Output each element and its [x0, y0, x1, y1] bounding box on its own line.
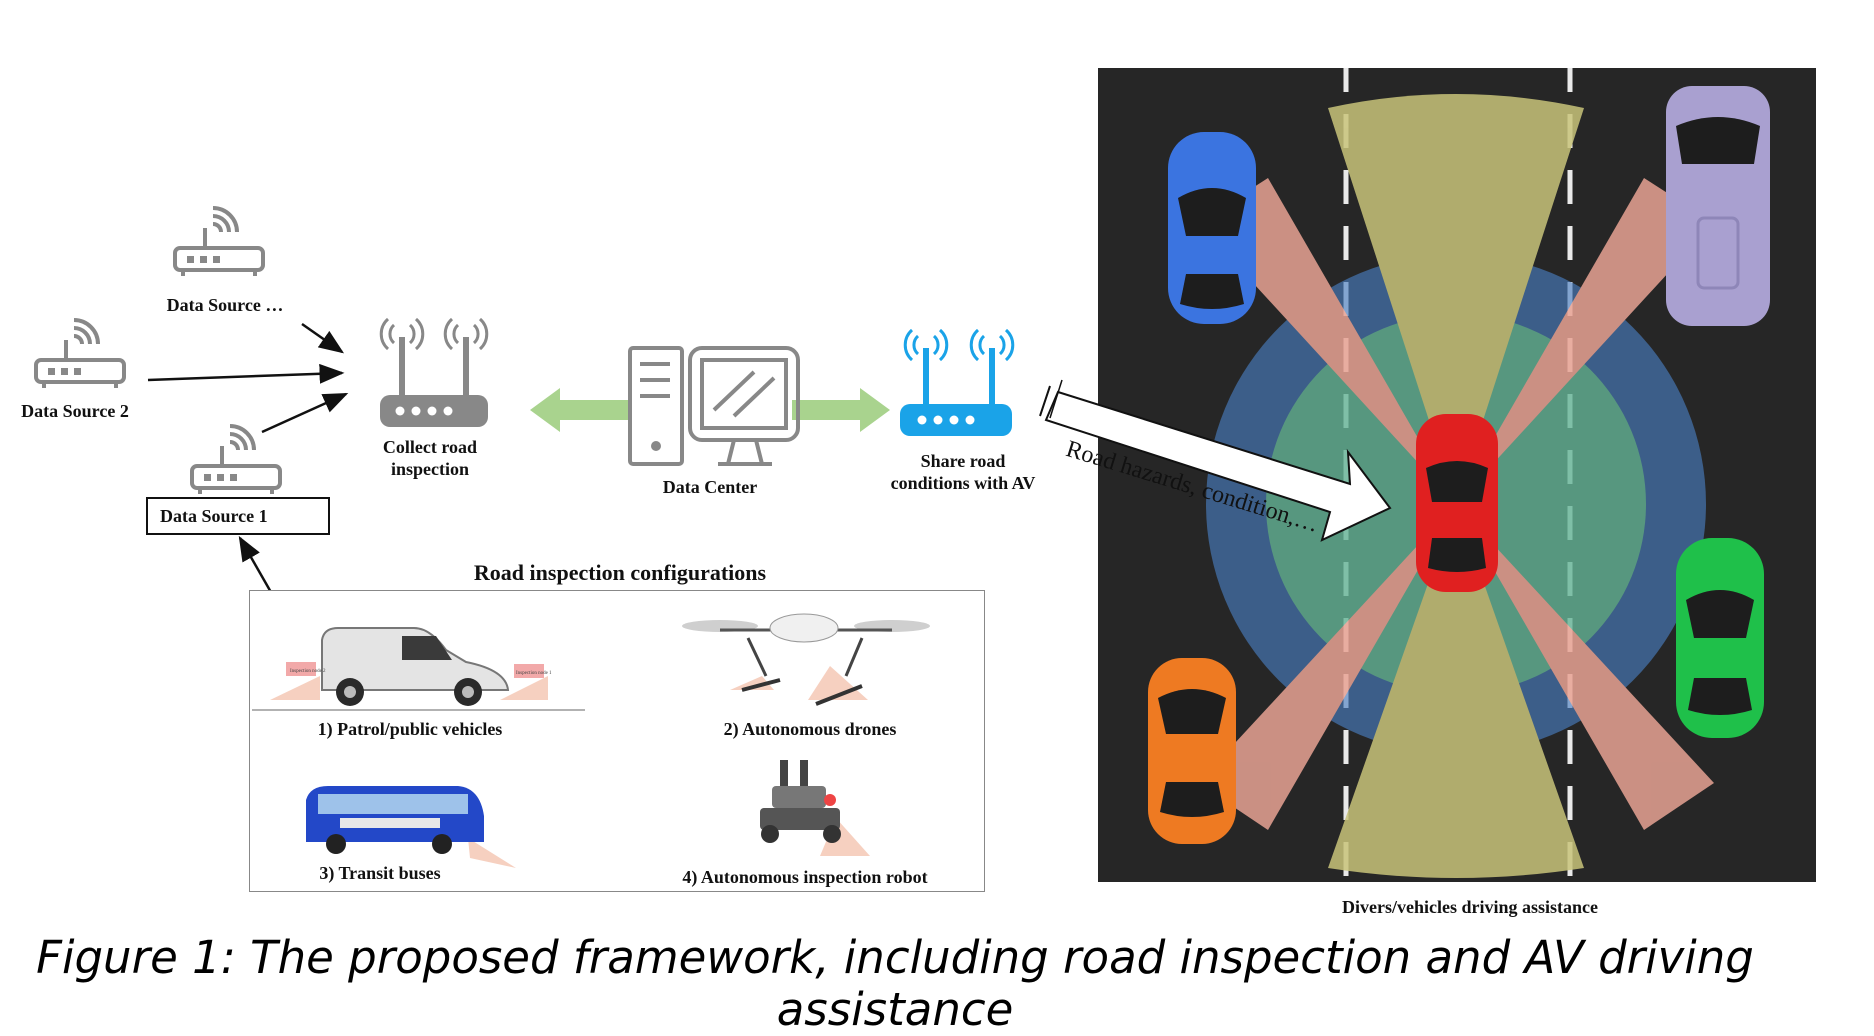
data-center-label: Data Center [662, 477, 758, 497]
configurations-title: Road inspection configurations [473, 560, 767, 585]
config-item-3: 3) Transit buses [319, 863, 441, 883]
share-label-line1: Share road [920, 451, 1006, 471]
config-item-4: 4) Autonomous inspection robot [682, 867, 928, 887]
router-icon [190, 424, 282, 494]
car-purple-van [1666, 86, 1770, 326]
data-source-1-label: Data Source 1 [160, 506, 268, 526]
config-item-1: 1) Patrol/public vehicles [317, 719, 503, 739]
data-source-1-box: Data Source 1 [146, 497, 330, 535]
van-tag-2: Inspection node 2 [290, 669, 326, 674]
car-blue [1168, 132, 1256, 324]
car-orange [1148, 658, 1236, 844]
van-tag-1: Inspection node 1 [516, 671, 552, 676]
arrow-ds-dots [301, 322, 345, 354]
collect-label-line1: Collect road [382, 437, 478, 457]
car-green [1676, 538, 1764, 738]
data-center-icon [628, 346, 800, 466]
arrow-ds-2 [147, 363, 345, 384]
patrol-van-illustration [252, 627, 585, 711]
figure-caption: Figure 1: The proposed framework, includ… [36, 931, 1754, 1036]
green-arrow-right [792, 388, 890, 432]
router-icon [173, 206, 265, 276]
road-caption: Divers/vehicles driving assistance [1342, 897, 1598, 917]
drone-illustration [682, 613, 930, 706]
collect-label-line2: inspection [390, 459, 469, 479]
transit-bus-illustration [306, 786, 516, 868]
data-source-dots-label: Data Source … [166, 295, 284, 315]
share-label-line2: conditions with AV [890, 473, 1036, 493]
green-arrow-left [530, 388, 628, 432]
arrow-config-to-ds1 [238, 535, 274, 595]
arrow-ds-1 [261, 392, 349, 434]
inspection-robot-illustration [760, 760, 870, 856]
data-source-2-label: Data Source 2 [21, 401, 129, 421]
ego-car-red [1416, 414, 1498, 592]
share-router-icon [900, 328, 1015, 436]
collector-router-icon [379, 317, 489, 427]
router-icon [34, 318, 126, 388]
config-item-2: 2) Autonomous drones [723, 719, 897, 739]
sensor-zones [1198, 94, 1714, 878]
